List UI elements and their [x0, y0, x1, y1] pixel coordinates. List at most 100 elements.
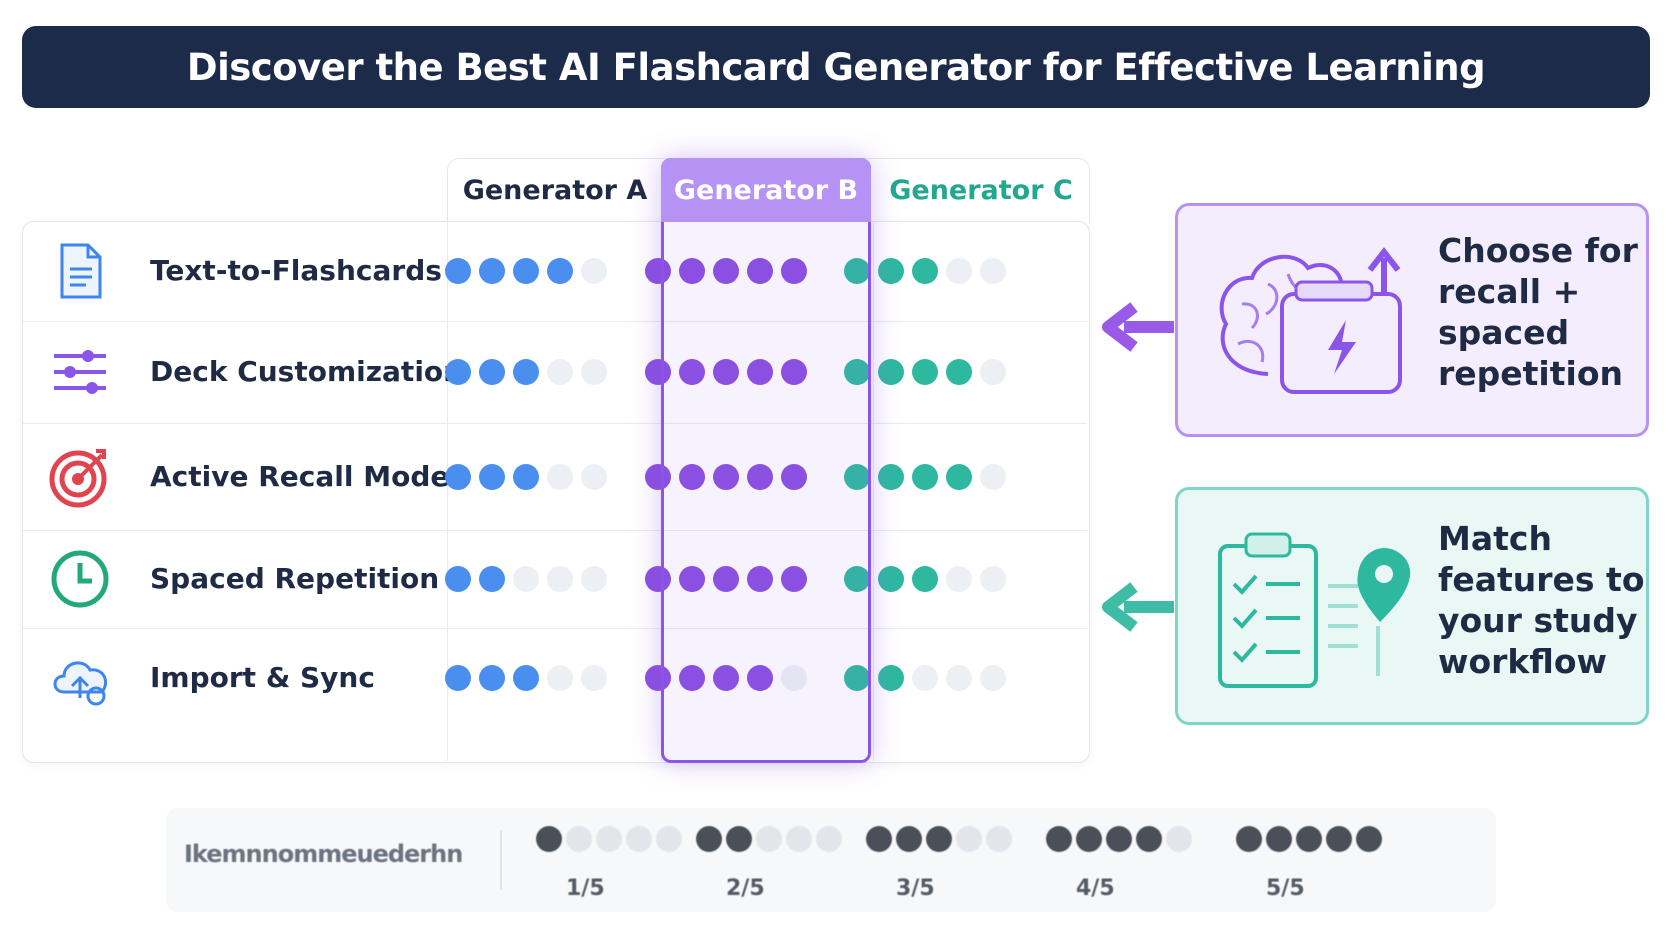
document-icon	[48, 239, 112, 303]
scale-dot-filled	[1046, 826, 1072, 852]
rating-dot-empty	[581, 665, 607, 691]
sliders-icon	[48, 340, 112, 404]
scale-dot-filled	[1296, 826, 1322, 852]
rating-dot-filled	[844, 359, 870, 385]
rating-dot-empty	[547, 359, 573, 385]
scale-dot-filled	[1076, 826, 1102, 852]
row-divider	[23, 423, 1087, 424]
scale-dot-filled	[1136, 826, 1162, 852]
rating-dot-filled	[445, 665, 471, 691]
scale-dot-empty	[1166, 826, 1192, 852]
rating-dot-filled	[912, 463, 938, 490]
rating-dots-generator-a	[445, 258, 607, 284]
table-row: Active Recall Mode	[22, 423, 1088, 530]
rating-dots-generator-c	[844, 463, 1006, 490]
rating-dot-filled	[878, 258, 904, 284]
row-divider	[23, 628, 1087, 629]
table-row: Text-to-Flashcards	[22, 221, 1088, 321]
scale-item-label: 4/5	[1076, 876, 1115, 901]
brain-flashcard-icon	[1219, 247, 1402, 394]
rating-dot-filled	[679, 463, 705, 490]
feature-label: Text-to-Flashcards	[150, 254, 442, 287]
row-divider	[23, 321, 1087, 322]
rating-dot-filled	[844, 258, 870, 284]
callout-workflow: Match features to your study workflow	[1175, 487, 1649, 725]
rating-dot-filled	[844, 463, 870, 490]
scale-dot-empty	[626, 826, 652, 852]
rating-dot-filled	[781, 258, 807, 284]
rating-dot-filled	[781, 463, 807, 490]
rating-dot-empty	[946, 665, 972, 691]
rating-dot-filled	[713, 359, 739, 385]
callout-recall-text: Choose for recall + spaced repetition	[1438, 231, 1638, 393]
scale-dot-filled	[866, 826, 892, 852]
rating-dots-generator-a	[445, 359, 607, 385]
scale-dot-filled	[896, 826, 922, 852]
rating-dot-filled	[747, 665, 773, 691]
rating-dot-filled	[479, 258, 505, 284]
rating-dot-filled	[878, 359, 904, 385]
scale-item: 4/5	[1046, 826, 1192, 901]
scale-divider	[500, 830, 502, 890]
rating-dot-filled	[747, 258, 773, 284]
rating-dot-filled	[445, 566, 471, 592]
rating-dot-filled	[781, 359, 807, 385]
scale-item: 2/5	[696, 826, 842, 901]
rating-dot-filled	[747, 566, 773, 592]
rating-dot-empty	[980, 665, 1006, 691]
rating-dot-empty	[781, 665, 807, 691]
rating-dot-filled	[547, 258, 573, 284]
scale-dot-filled	[1266, 826, 1292, 852]
clock-icon	[48, 547, 112, 611]
rating-dot-filled	[713, 566, 739, 592]
rating-dots-generator-c	[844, 258, 1006, 284]
column-header-generator-c: Generator C	[889, 174, 1073, 206]
column-header-generator-b: Generator B	[661, 158, 871, 222]
scale-dot-filled	[1326, 826, 1352, 852]
scale-dot-empty	[786, 826, 812, 852]
scale-dot-filled	[1236, 826, 1262, 852]
rating-dot-filled	[513, 665, 539, 691]
rating-dot-filled	[645, 665, 671, 691]
feature-label: Import & Sync	[150, 661, 375, 694]
rating-dot-filled	[844, 665, 870, 691]
scale-dot-empty	[566, 826, 592, 852]
rating-dots-generator-c	[844, 566, 1006, 592]
rating-dot-empty	[980, 463, 1006, 490]
comparison-table: Generator A Generator C Text-to-Flashcar…	[22, 158, 1090, 763]
rating-dot-empty	[980, 258, 1006, 284]
rating-dot-empty	[980, 566, 1006, 592]
rating-dot-empty	[946, 258, 972, 284]
cloud-sync-icon	[48, 646, 112, 710]
rating-dot-filled	[878, 463, 904, 490]
rating-dot-empty	[980, 359, 1006, 385]
scale-dot-filled	[696, 826, 722, 852]
rating-dot-filled	[844, 566, 870, 592]
rating-dot-filled	[479, 665, 505, 691]
rating-dot-filled	[946, 359, 972, 385]
scale-dot-empty	[756, 826, 782, 852]
scale-label: Ikemnnommeuederhn	[184, 840, 463, 868]
scale-dot-filled	[1106, 826, 1132, 852]
rating-dot-filled	[479, 359, 505, 385]
rating-dots-generator-b	[645, 566, 807, 592]
scale-item: 3/5	[866, 826, 1012, 901]
feature-label: Active Recall Mode	[150, 459, 450, 493]
scale-dot-filled	[926, 826, 952, 852]
table-row: Spaced Repetition	[22, 530, 1088, 628]
rating-dot-filled	[679, 258, 705, 284]
checklist-pin-icon	[1218, 532, 1411, 688]
rating-dot-empty	[547, 665, 573, 691]
rating-dot-filled	[679, 665, 705, 691]
scale-dot-empty	[816, 826, 842, 852]
rating-dot-filled	[946, 463, 972, 490]
rating-dot-empty	[946, 566, 972, 592]
rating-dot-filled	[645, 566, 671, 592]
scale-item-label: 3/5	[896, 876, 935, 901]
rating-dot-filled	[713, 258, 739, 284]
feature-label: Deck Customization	[150, 355, 464, 388]
rating-dot-filled	[479, 463, 505, 490]
table-row: Deck Customization	[22, 321, 1088, 423]
rating-dot-filled	[445, 463, 471, 490]
